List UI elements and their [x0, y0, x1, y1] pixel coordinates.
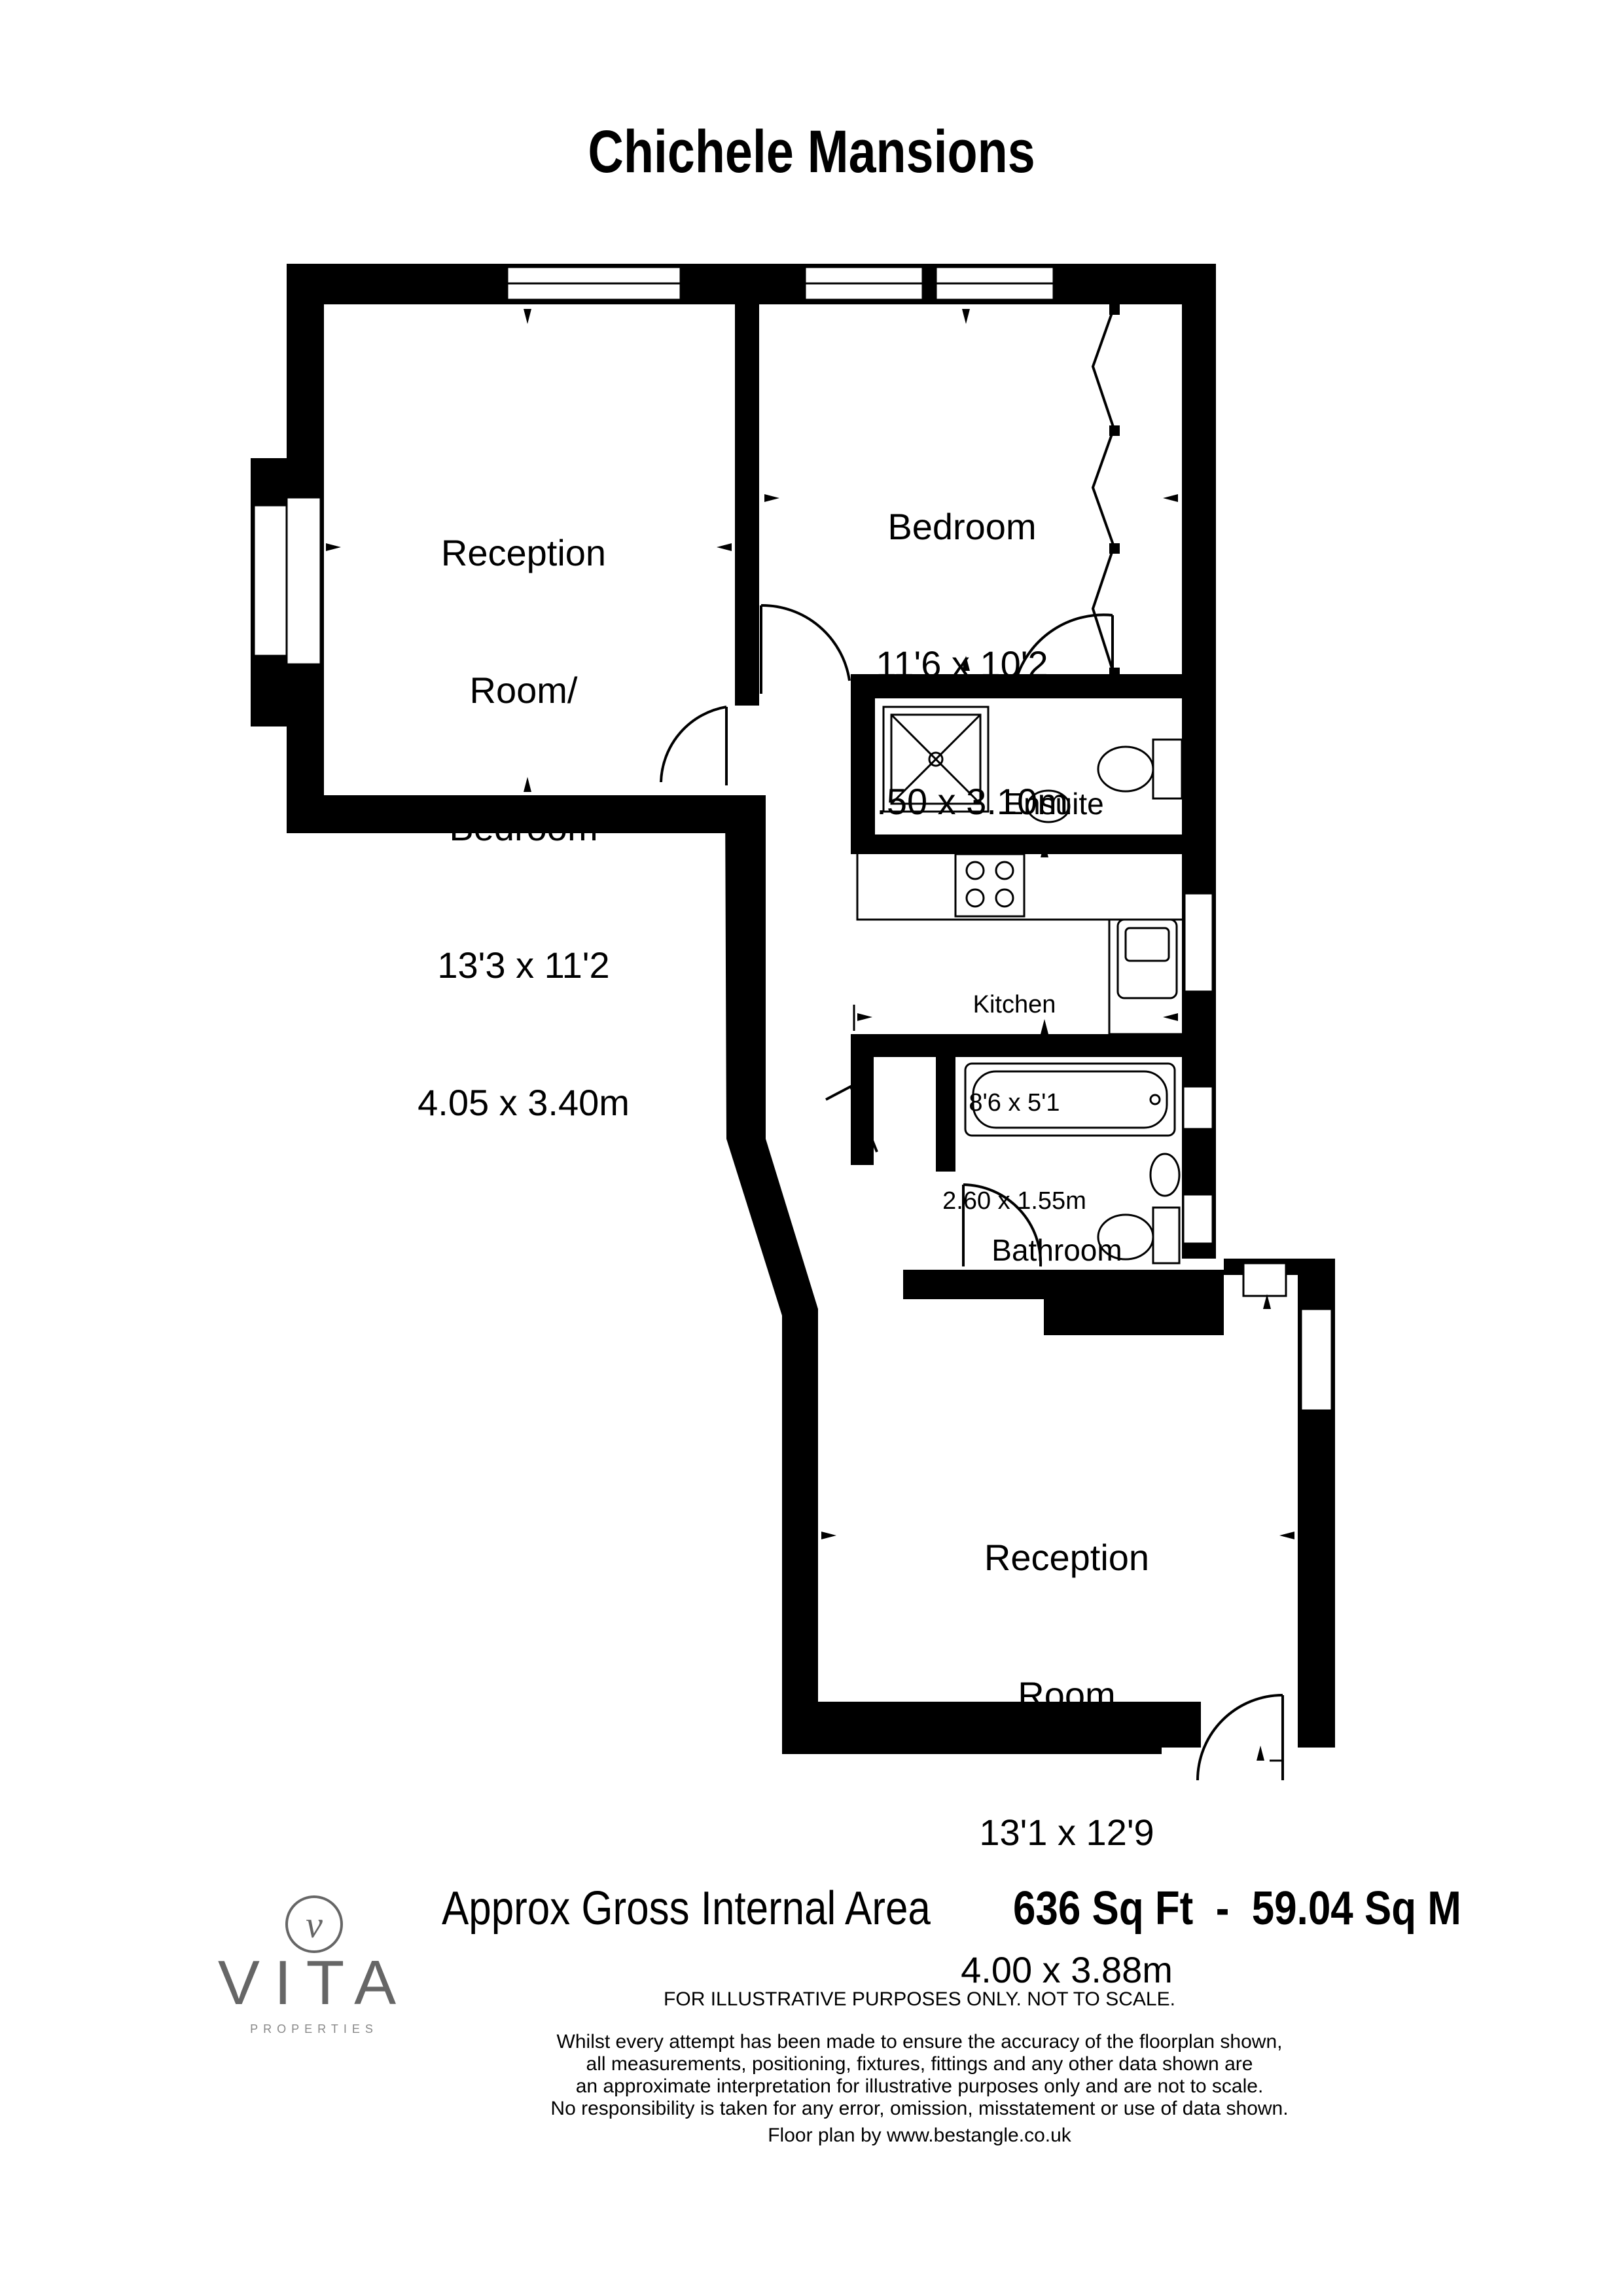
logo-subtitle: PROPERTIES	[250, 2022, 378, 2036]
wardrobe	[1091, 307, 1116, 675]
doors	[660, 603, 1284, 1781]
logo-monogram-letter: v	[306, 1903, 323, 1946]
room-name: Kitchen	[972, 991, 1056, 1018]
disclaimer-line: No responsibility is taken for any error…	[550, 2098, 1289, 2119]
room-label-reception: Reception Room 13'1 x 12'9 4.00 x 3.88m	[910, 1443, 1224, 2039]
room-dimension-metric: 4.05 x 3.40m	[418, 1082, 630, 1123]
floor-plan-credit: Floor plan by www.bestangle.co.uk	[768, 2125, 1071, 2146]
disclaimer-line: Whilst every attempt has been made to en…	[556, 2031, 1283, 2053]
area-sq-m: 59.04 Sq M	[1251, 1882, 1461, 1935]
room-name: Bedroom	[887, 506, 1037, 547]
room-dimension-imperial: 11'6 x 10'2	[876, 643, 1048, 685]
room-label-bedroom: Bedroom 11'6 x 10'2 3.50 x 3.10m	[805, 412, 1119, 870]
room-dimension-metric: 3.50 x 3.10m	[856, 781, 1068, 822]
room-dimension-imperial: 13'1 x 12'9	[979, 1812, 1154, 1853]
room-dimension-imperial: 8'6 x 5'1	[969, 1089, 1060, 1117]
room-name: Ensuite	[1003, 787, 1104, 821]
gross-area-row: Approx Gross Internal Area 636 Sq Ft - 5…	[0, 1882, 1623, 1947]
dimension-arrows	[326, 309, 1294, 1761]
area-sq-ft: 636 Sq Ft	[1013, 1882, 1194, 1935]
room-name: Bathroom	[991, 1233, 1122, 1267]
room-label-ensuite: Ensuite	[988, 706, 1119, 863]
windows	[253, 266, 1333, 1412]
disclaimer-line: all measurements, positioning, fixtures,…	[586, 2053, 1253, 2075]
room-label-kitchen: Kitchen 8'6 x 5'1 2.60 x 1.55m	[903, 923, 1126, 1250]
room-name-line: Bedroom	[449, 807, 598, 848]
vita-logo-monogram: v	[285, 1895, 343, 1953]
room-dimension-metric: 2.60 x 1.55m	[942, 1187, 1086, 1215]
gross-area-values: 636 Sq Ft - 59.04 Sq M	[1013, 1882, 1461, 1935]
disclaimer-line: an approximate interpretation for illust…	[575, 2075, 1264, 2097]
disclaimer-headline: FOR ILLUSTRATIVE PURPOSES ONLY. NOT TO S…	[664, 1988, 1175, 2010]
room-label-reception-bedroom: Reception Room/ Bedroom 13'3 x 11'2 4.05…	[366, 439, 681, 1172]
room-name-line: Room/	[469, 670, 578, 711]
gross-area-label: Approx Gross Internal Area	[442, 1882, 931, 1935]
fixtures	[856, 706, 1186, 1265]
room-name-line: Reception	[984, 1537, 1150, 1578]
logo-wordmark: VITA	[217, 1948, 411, 2018]
area-separator: -	[1215, 1882, 1230, 1935]
room-label-bathroom: Bathroom	[975, 1152, 1139, 1309]
room-name-line: Reception	[440, 532, 607, 573]
room-name-line: Room	[1018, 1674, 1116, 1715]
room-dimension-imperial: 13'3 x 11'2	[437, 944, 610, 986]
plan-title: Chichele Mansions	[588, 118, 1035, 185]
room-dimension-metric: 4.00 x 3.88m	[961, 1949, 1173, 1990]
